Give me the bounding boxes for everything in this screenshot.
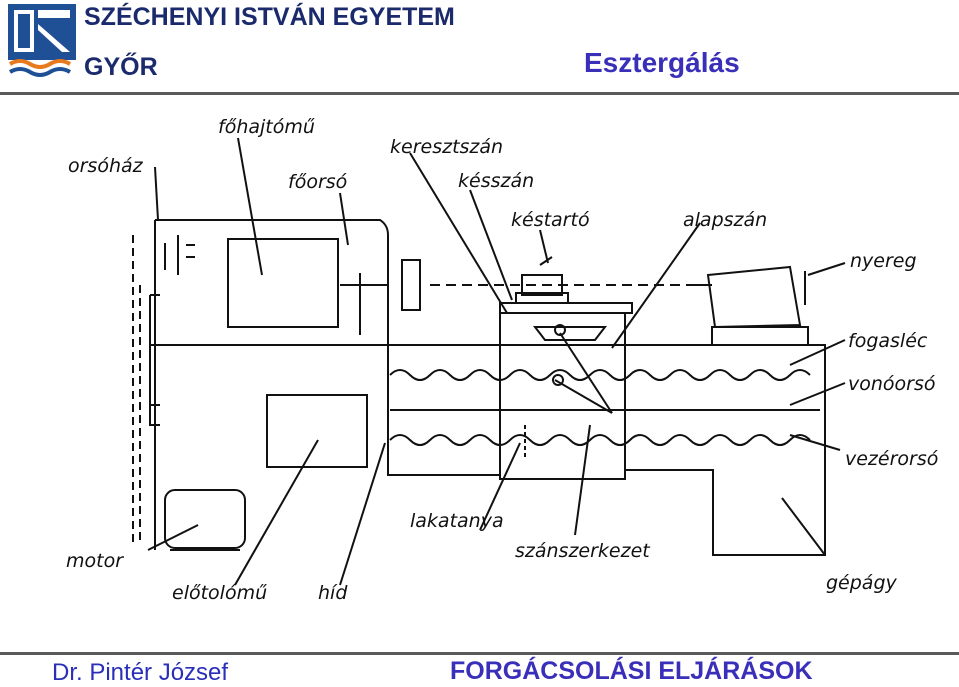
lead-screw xyxy=(389,434,811,446)
chuck xyxy=(401,259,421,311)
footer-divider xyxy=(0,652,959,655)
label-orsohaz: orsóház xyxy=(68,155,144,177)
label-hid: híd xyxy=(318,582,348,604)
label-foorso: főorsó xyxy=(288,171,347,193)
headstock-outline xyxy=(155,219,389,345)
label-szanszerkezet: szánszerkezet xyxy=(515,540,651,562)
main-gearbox-box xyxy=(227,238,339,328)
label-alapszan: alapszán xyxy=(683,209,767,231)
label-kestarto: késtartó xyxy=(511,209,590,231)
lathe-diagram: főhajtómű orsóház főorsó keresztszán kés… xyxy=(66,116,938,604)
label-gepagy: gépágy xyxy=(826,572,898,594)
course-title: FORGÁCSOLÁSI ELJÁRÁSOK xyxy=(450,657,813,685)
label-motor: motor xyxy=(66,550,124,572)
motor-shape xyxy=(164,489,246,549)
header-divider xyxy=(0,92,959,95)
university-city: GYŐR xyxy=(84,53,158,81)
label-keresztszan: keresztszán xyxy=(390,136,503,158)
label-lakatanya: lakatanya xyxy=(410,510,504,532)
label-vezerorso: vezérorsó xyxy=(845,448,938,470)
rack-line xyxy=(389,369,811,381)
cross-slide xyxy=(499,302,633,314)
label-elotolomu: előtolómű xyxy=(172,582,267,604)
label-fogaslec: fogasléc xyxy=(848,330,928,352)
slide-title: Esztergálás xyxy=(584,47,740,78)
author-name: Dr. Pintér József xyxy=(52,659,229,686)
university-logo xyxy=(8,4,76,77)
university-name: SZÉCHENYI ISTVÁN EGYETEM xyxy=(84,3,455,31)
tailstock xyxy=(706,265,802,329)
label-vonoorso: vonóorsó xyxy=(848,373,936,395)
bed-outline xyxy=(625,344,826,556)
label-nyereg: nyereg xyxy=(850,250,917,272)
label-kesszan: késszán xyxy=(458,170,534,192)
label-fohajtomu: főhajtómű xyxy=(218,116,315,138)
feed-gearbox-box xyxy=(266,394,368,468)
tool-post xyxy=(521,274,563,296)
